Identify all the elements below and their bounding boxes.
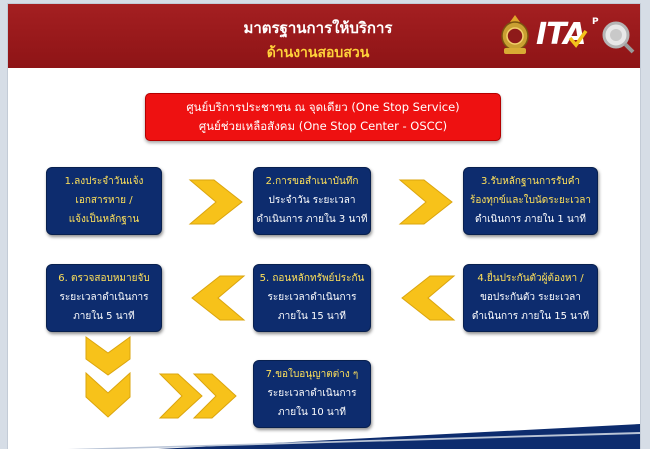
header-bar: มาตรฐานการให้บริการ ด้านงานสอบสวน ITA P (8, 4, 640, 68)
arrow-left-2-icon (191, 275, 246, 321)
step-7-box: 7.ขอใบอนุญาตต่าง ๆ ระยะเวลาดำเนินการ ภาย… (253, 360, 371, 428)
one-stop-service-banner: ศูนย์บริการประชาชน ณ จุดเดียว (One Stop … (145, 93, 501, 141)
step-1-line-2: เอกสารหาย / (75, 195, 133, 206)
arrow-left-1-icon (401, 275, 456, 321)
step-5-line-3: ภายใน 15 นาที (278, 311, 346, 322)
banner-line-2: ศูนย์ช่วยเหลือสังคม (One Stop Center - O… (198, 119, 448, 133)
step-1-box: 1.ลงประจำวันแจ้ง เอกสารหาย / แจ้งเป็นหลั… (46, 167, 162, 235)
step-3-line-3: ดำเนินการ ภายใน 1 นาที (475, 214, 586, 225)
step-6-line-3: ภายใน 5 นาที (73, 311, 135, 322)
step-5-line-2: ระยะเวลาดำเนินการ (267, 292, 357, 303)
step-5-line-1: 5. ถอนหลักทรัพย์ประกัน (259, 273, 365, 284)
arrow-right-2-icon (398, 179, 453, 225)
step-2-line-1: 2.การขอสำเนาบันทึก (265, 176, 359, 187)
arrow-down-icon (85, 336, 131, 418)
arrow-double-right-icon (158, 373, 237, 419)
step-4-line-1: 4.ยื่นประกันตัวผู้ต้องหา / (477, 273, 584, 284)
ita-logo-text: ITA (536, 17, 587, 52)
step-5-box: 5. ถอนหลักทรัพย์ประกัน ระยะเวลาดำเนินการ… (253, 264, 371, 332)
step-3-box: 3.รับหลักฐานการรับคำ ร้องทุกข์และใบนัดระ… (463, 167, 598, 235)
step-7-line-2: ระยะเวลาดำเนินการ (267, 388, 357, 399)
step-2-line-3: ดำเนินการ ภายใน 3 นาที (256, 214, 368, 225)
step-7-line-1: 7.ขอใบอนุญาตต่าง ๆ (265, 369, 359, 380)
step-4-box: 4.ยื่นประกันตัวผู้ต้องหา / ขอประกันตัว ร… (463, 264, 598, 332)
banner-line-1: ศูนย์บริการประชาชน ณ จุดเดียว (One Stop … (186, 100, 460, 114)
step-6-box: 6. ตรวจสอบหมายจับ ระยะเวลาดำเนินการ ภายใ… (46, 264, 162, 332)
ita-logo-superscript: P (592, 17, 599, 27)
footer-band (68, 424, 640, 449)
step-6-line-2: ระยะเวลาดำเนินการ (59, 292, 149, 303)
page-title: มาตรฐานการให้บริการ (243, 19, 393, 37)
step-1-line-1: 1.ลงประจำวันแจ้ง (64, 176, 144, 187)
police-emblem-icon (501, 15, 529, 54)
logo-group: ITA P (498, 12, 638, 62)
step-4-line-2: ขอประกันตัว ระยะเวลา (480, 292, 581, 303)
magnifier-seal-icon (602, 21, 635, 54)
step-4-line-3: ดำเนินการ ภายใน 15 นาที (471, 311, 590, 322)
step-2-box: 2.การขอสำเนาบันทึก ประจำวัน ระยะเวลา ดำเ… (253, 167, 371, 235)
arrow-right-1-icon (188, 179, 243, 225)
slide: มาตรฐานการให้บริการ ด้านงานสอบสวน ITA P … (8, 4, 640, 449)
page-subtitle: ด้านงานสอบสวน (266, 45, 370, 61)
step-3-line-2: ร้องทุกข์และใบนัดระยะเวลา (470, 195, 591, 206)
check-mark-icon (568, 29, 588, 48)
step-2-line-2: ประจำวัน ระยะเวลา (268, 195, 356, 206)
step-7-line-3: ภายใน 10 นาที (278, 407, 346, 418)
step-6-line-1: 6. ตรวจสอบหมายจับ (58, 273, 150, 284)
step-3-line-1: 3.รับหลักฐานการรับคำ (480, 176, 581, 187)
step-1-line-3: แจ้งเป็นหลักฐาน (68, 214, 140, 225)
